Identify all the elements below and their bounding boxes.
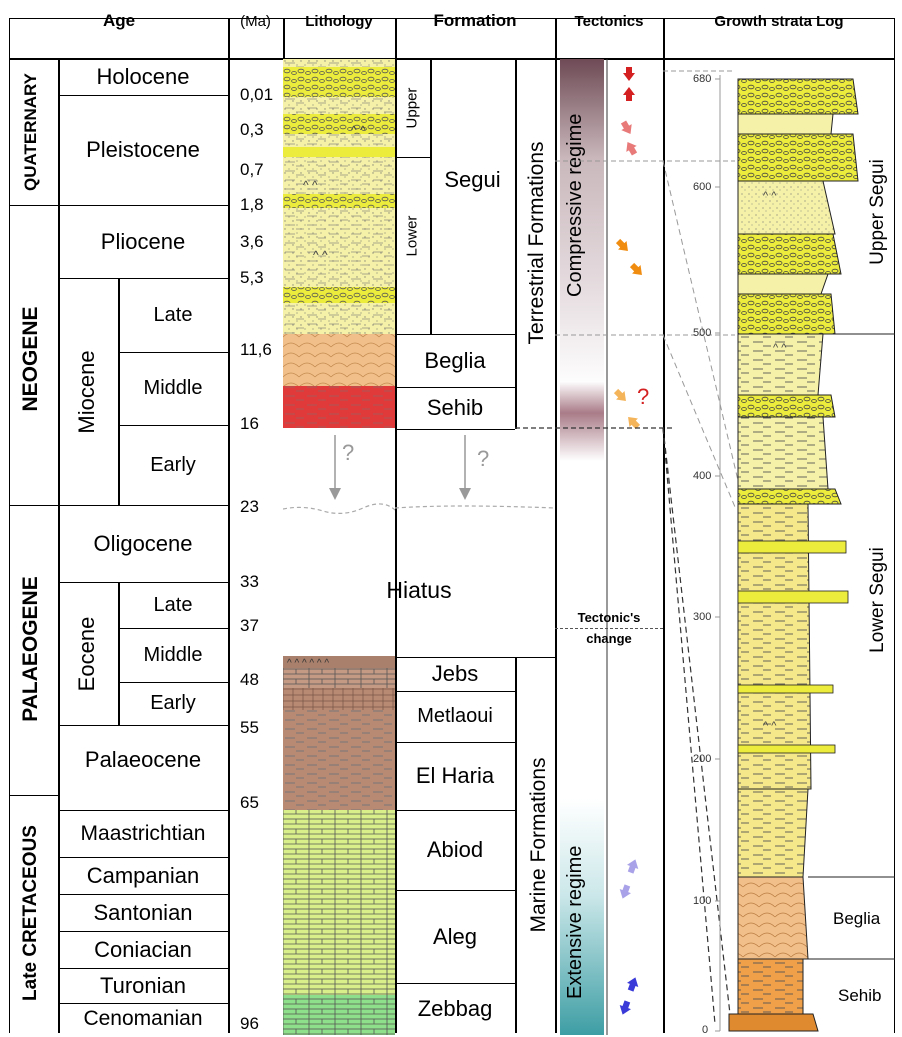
ma-label: 37	[240, 616, 259, 636]
ma-label: 0,7	[240, 160, 264, 180]
log-tick: 200	[693, 753, 711, 765]
stage-campanian: Campanian	[58, 857, 228, 894]
ma-label: 1,8	[240, 195, 264, 215]
svg-text:^ ^: ^ ^	[303, 178, 318, 192]
log-label-lower-segui: Lower Segui	[867, 540, 891, 660]
epoch-eocene: Eocene	[74, 604, 102, 704]
stage-cenomanian: Cenomanian	[58, 1003, 228, 1035]
ma-label: 48	[240, 670, 259, 690]
era-palaeogene: PALAEOGENE	[19, 506, 47, 792]
stage-coniacian: Coniacian	[58, 931, 228, 968]
epoch-oligocene: Oligocene	[58, 505, 228, 582]
svg-text:^ ^: ^ ^	[763, 190, 777, 202]
subepoch-eocene-early: Early	[118, 682, 228, 725]
ma-label: 0,3	[240, 120, 264, 140]
era-late-cretaceous: Late CRETACEOUS	[20, 795, 46, 1031]
svg-text:^ ^: ^ ^	[351, 123, 366, 137]
ma-label: 3,6	[240, 232, 264, 252]
log-tick: 400	[693, 470, 711, 482]
log-label-beglia: Beglia	[833, 909, 880, 929]
ma-label: 33	[240, 572, 259, 592]
svg-text:^ ^: ^ ^	[773, 342, 787, 354]
hiatus-question-1: ?	[342, 440, 354, 466]
log-label-upper-segui: Upper Segui	[867, 152, 891, 272]
svg-text:^ ^: ^ ^	[313, 248, 328, 262]
subepoch-miocene-late: Late	[118, 278, 228, 352]
ma-label: 16	[240, 414, 259, 434]
svg-text:^ ^: ^ ^	[763, 720, 777, 732]
ma-label: 5,3	[240, 268, 264, 288]
stage-turonian: Turonian	[58, 968, 228, 1003]
epoch-palaeocene: Palaeocene	[58, 725, 228, 795]
epoch-pleistocene: Pleistocene	[58, 95, 228, 205]
ma-label: 0,01	[240, 85, 273, 105]
lithology-column: ^ ^ ^ ^ ^ ^ ^ ^ ^ ^ ^ ^	[283, 59, 395, 1035]
growth-strata-log: ^ ^ ^ ^ ^ ^	[663, 59, 895, 1035]
subepoch-miocene-early: Early	[118, 425, 228, 505]
log-tick: 0	[702, 1024, 708, 1036]
subepoch-eocene-late: Late	[118, 582, 228, 628]
ma-label: 96	[240, 1014, 259, 1034]
era-quaternary: QUATERNARY	[21, 59, 45, 205]
log-tick: 600	[693, 181, 711, 193]
log-tick: 100	[693, 895, 711, 907]
epoch-pliocene: Pliocene	[58, 205, 228, 278]
log-tick: 680	[693, 73, 711, 85]
stage-santonian: Santonian	[58, 894, 228, 931]
ma-label: 11,6	[240, 340, 272, 360]
log-label-sehib: Sehib	[838, 986, 881, 1006]
subepoch-miocene-middle: Middle	[118, 352, 228, 425]
epoch-miocene: Miocene	[74, 332, 102, 452]
svg-text:^ ^ ^ ^ ^ ^: ^ ^ ^ ^ ^ ^	[287, 658, 329, 669]
epoch-holocene: Holocene	[58, 59, 228, 95]
ma-label: 23	[240, 497, 259, 517]
ma-label: 55	[240, 718, 259, 738]
log-tick: 300	[693, 611, 711, 623]
subepoch-eocene-middle: Middle	[118, 628, 228, 682]
log-tick: 500	[693, 327, 711, 339]
era-neogene: NEOGENE	[19, 216, 47, 502]
ma-label: 65	[240, 793, 259, 813]
stage-maastrichtian: Maastrichtian	[58, 810, 228, 857]
